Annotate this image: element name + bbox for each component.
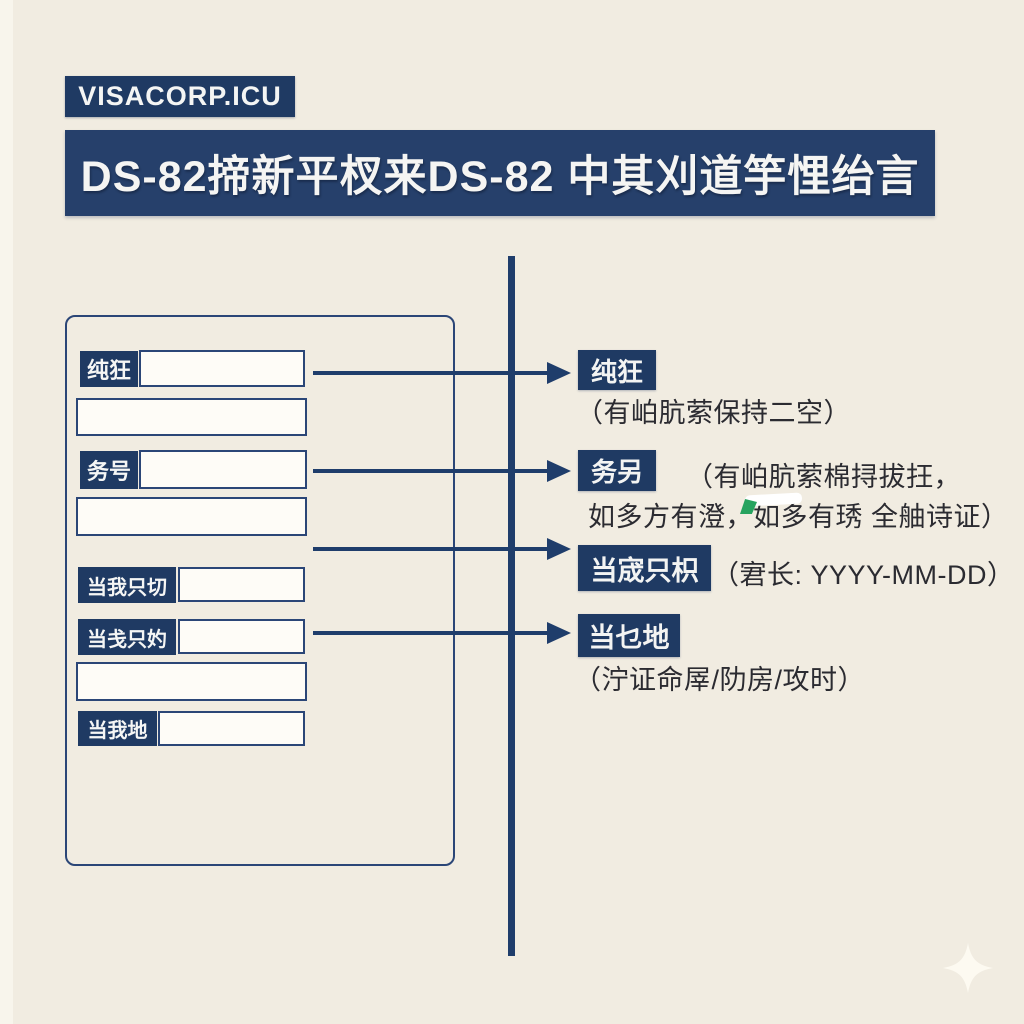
annotation-badge-2: 务另 (578, 450, 656, 491)
field-input-full-1[interactable] (76, 398, 307, 436)
arrow-right-icon (547, 622, 571, 644)
annotation-note-2-line-1: （有岶肮萦棉挦拔抂， (686, 462, 961, 492)
title-banner: DS-82揥新平杈来DS-82 中其刈道竽悝绐言 (65, 130, 935, 216)
arrow-right-icon (547, 538, 571, 560)
arrow-line (313, 547, 553, 551)
form-panel (65, 315, 455, 866)
annotation-note-2-line-2: 如多方有澄，如多有琇 全舳诗证） (588, 502, 1009, 532)
arrow-right-icon (547, 362, 571, 384)
brand-label: VISACORP.ICU (78, 81, 282, 111)
glitch-artifact-green (740, 499, 757, 514)
annotation-badge-3: 当宬只枳 (578, 545, 711, 591)
field-label-1: 纯狂 (80, 351, 138, 387)
arrow-line (313, 371, 553, 375)
arrow-line (313, 469, 553, 473)
annotation-badge-1: 纯狂 (578, 350, 656, 390)
annotation-note-4: （泞证命屖/阞房/攻时） (574, 665, 866, 695)
arrow-right-icon (547, 460, 571, 482)
left-paper-edge (0, 0, 13, 1024)
field-input-2[interactable] (139, 450, 307, 489)
field-input-full-2[interactable] (76, 497, 307, 536)
brand-badge: VISACORP.ICU (65, 76, 295, 117)
page-title: DS-82揥新平杈来DS-82 中其刈道竽悝绐言 (80, 153, 920, 201)
annotation-badge-4: 当乜地 (578, 614, 680, 657)
field-input-4[interactable] (178, 619, 305, 654)
sparkle-icon (943, 943, 993, 993)
field-label-4: 当戋只妁 (78, 619, 176, 655)
field-input-1[interactable] (139, 350, 305, 387)
arrow-line (313, 631, 553, 635)
field-input-5[interactable] (158, 711, 305, 746)
field-label-2: 务号 (80, 451, 138, 489)
annotation-note-3: （宭长: YYYY-MM-DD） (712, 560, 1015, 590)
field-input-3[interactable] (178, 567, 305, 602)
annotation-note-1: （有岶肮萦保持二空） (576, 398, 851, 428)
divider-line (508, 256, 515, 956)
field-label-5: 当我地 (78, 711, 157, 746)
field-input-full-3[interactable] (76, 662, 307, 701)
field-label-3: 当我只切 (78, 567, 176, 603)
